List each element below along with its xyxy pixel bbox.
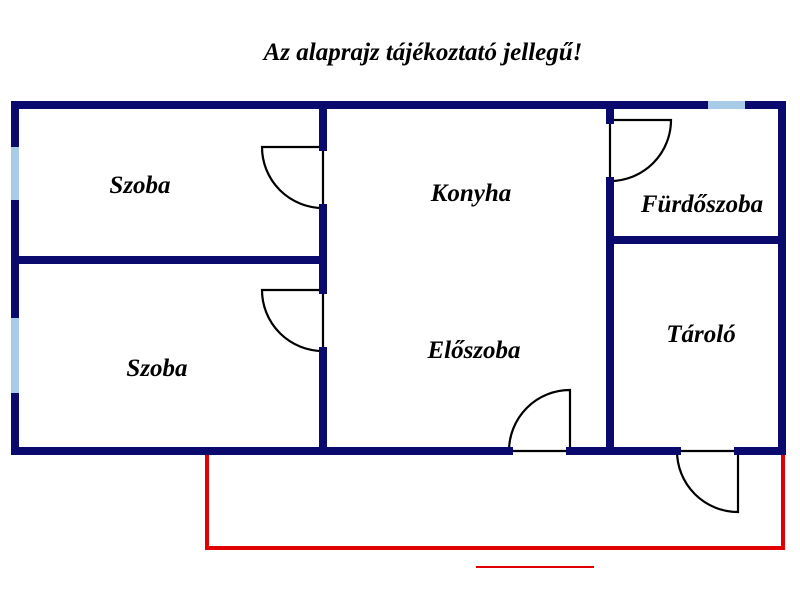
room-label-eloszoba: Előszoba: [426, 337, 520, 364]
door-lower-room: [260, 288, 325, 353]
walls: [11, 101, 786, 455]
doors: [260, 118, 740, 514]
door-upper-room: [260, 145, 325, 210]
room-label-tarolo: Tároló: [666, 321, 735, 348]
room-label-szoba-lower: Szoba: [126, 355, 187, 382]
terrace-outline: [205, 455, 785, 568]
door-entrance: [507, 388, 572, 453]
door-storage: [675, 449, 740, 514]
windows: [11, 101, 745, 393]
plan-disclaimer-title: Az alaprajz tájékoztató jellegű!: [262, 39, 583, 66]
room-label-konyha: Konyha: [430, 180, 512, 207]
room-label-furdoszoba: Fürdőszoba: [640, 191, 763, 218]
room-label-szoba-upper: Szoba: [109, 172, 170, 199]
room-labels: Szoba Szoba Konyha Előszoba Fürdőszoba T…: [109, 172, 763, 382]
door-bathroom: [608, 118, 673, 183]
